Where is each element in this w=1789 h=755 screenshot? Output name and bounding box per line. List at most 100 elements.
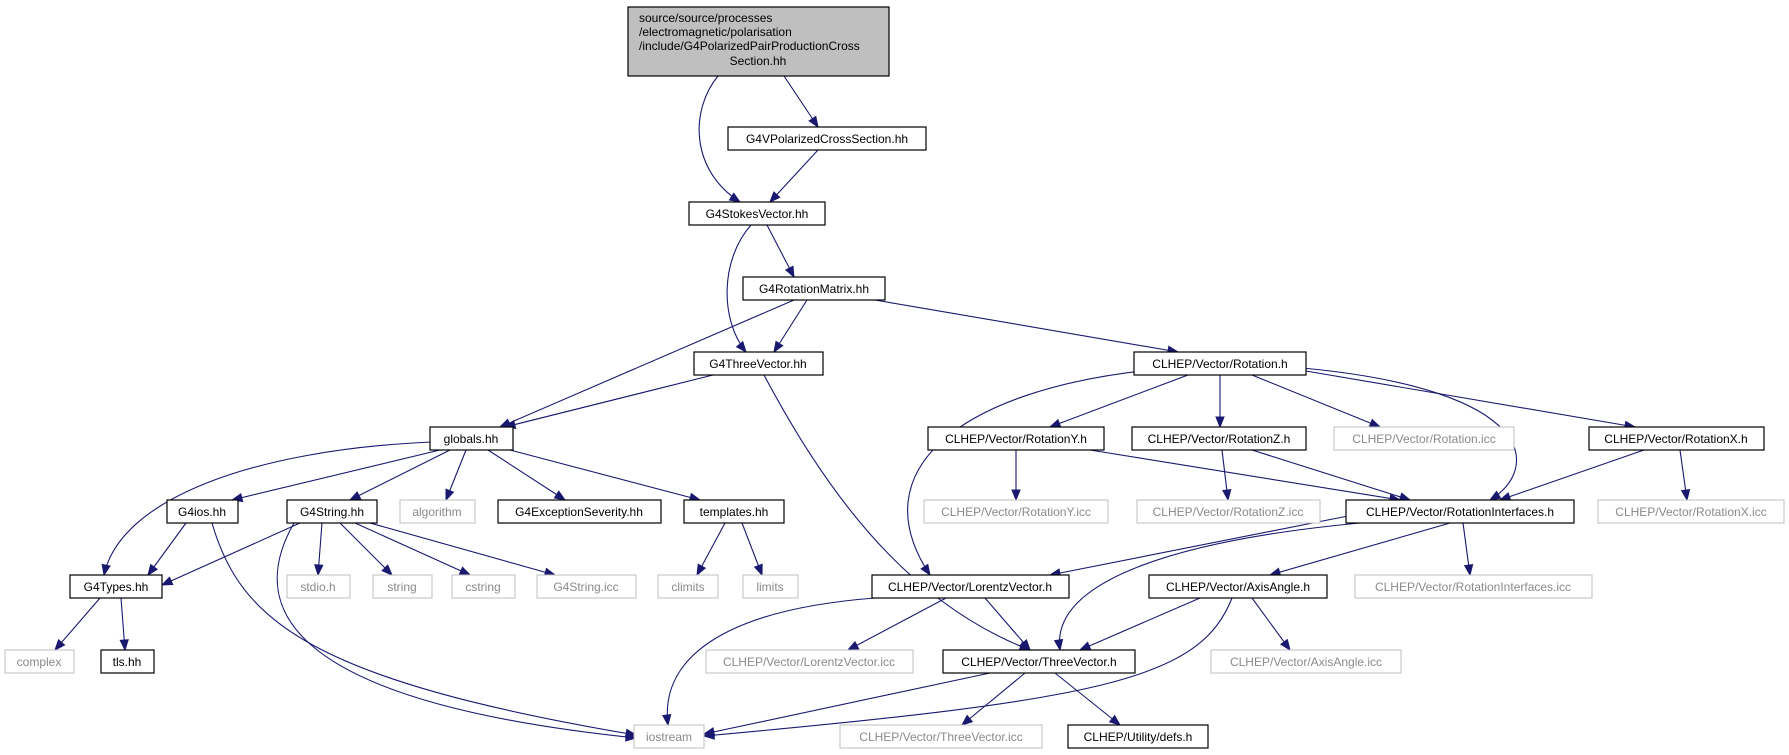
edge-line bbox=[509, 449, 701, 501]
node-label: CLHEP/Utility/defs.h bbox=[1084, 730, 1193, 744]
edge-line bbox=[211, 522, 637, 736]
node-g4types[interactable]: G4Types.hh bbox=[69, 574, 163, 599]
node-clhep-threevector-icc[interactable]: CLHEP/Vector/ThreeVector.icc bbox=[839, 724, 1043, 749]
node-clhep-defs[interactable]: CLHEP/Utility/defs.h bbox=[1067, 724, 1209, 749]
node-label: CLHEP/Vector/RotationInterfaces.h bbox=[1366, 505, 1554, 519]
node-clhep-rotationz-icc[interactable]: CLHEP/Vector/RotationZ.icc bbox=[1136, 499, 1321, 524]
node-clhep-axisangle[interactable]: CLHEP/Vector/AxisAngle.h bbox=[1148, 574, 1328, 599]
edge-g4rotationmatrix-g4threevector bbox=[773, 299, 808, 354]
edge-line bbox=[1049, 515, 1349, 576]
node-clhep-rotationx-icc[interactable]: CLHEP/Vector/RotationX.icc bbox=[1597, 499, 1785, 524]
node-label: G4String.icc bbox=[553, 580, 618, 594]
edge-clhep-rotationinterfaces-clhep-lorentzvector bbox=[1048, 515, 1349, 578]
edge-g4string-iostream bbox=[276, 522, 638, 742]
node-clhep-rotationinterfaces[interactable]: CLHEP/Vector/RotationInterfaces.h bbox=[1345, 499, 1575, 524]
edge-g4string-stdio bbox=[314, 522, 324, 577]
node-g4ios[interactable]: G4ios.hh bbox=[166, 499, 239, 524]
node-limits[interactable]: limits bbox=[742, 574, 799, 599]
node-cstring[interactable]: cstring bbox=[451, 574, 516, 599]
node-clhep-lorentzvector[interactable]: CLHEP/Vector/LorentzVector.h bbox=[871, 574, 1070, 599]
edge-templates-limits bbox=[741, 522, 763, 577]
node-label: CLHEP/Vector/RotationX.h bbox=[1604, 432, 1747, 446]
edge-line bbox=[276, 522, 637, 739]
edge-arrowhead bbox=[101, 563, 111, 577]
edge-arrowhead bbox=[553, 490, 567, 501]
edge-arrowhead bbox=[1463, 563, 1474, 577]
node-label: complex bbox=[17, 655, 62, 669]
node-string[interactable]: string bbox=[372, 574, 433, 599]
node-label: CLHEP/Vector/Rotation.h bbox=[1152, 357, 1287, 371]
edge-clhep-lorentzvector-clhep-threevector bbox=[984, 597, 1031, 652]
node-g4exceptionseverity[interactable]: G4ExceptionSeverity.hh bbox=[497, 499, 662, 524]
node-label: string bbox=[387, 580, 416, 594]
edge-clhep-threevector-iostream bbox=[702, 672, 991, 737]
node-clhep-rotationy-icc[interactable]: CLHEP/Vector/RotationY.icc bbox=[923, 499, 1109, 524]
edge-line bbox=[1251, 449, 1411, 501]
edge-line bbox=[698, 75, 741, 203]
node-tls[interactable]: tls.hh bbox=[100, 649, 155, 674]
node-g4threevector[interactable]: G4ThreeVector.hh bbox=[693, 351, 824, 376]
edge-arrowhead bbox=[54, 638, 66, 652]
edge-arrowhead bbox=[769, 191, 781, 203]
edge-arrowhead bbox=[1053, 638, 1064, 652]
node-g4rotationmatrix[interactable]: G4RotationMatrix.hh bbox=[742, 276, 886, 301]
edge-line bbox=[499, 299, 795, 428]
node-clhep-rotationinterfaces-icc[interactable]: CLHEP/Vector/RotationInterfaces.icc bbox=[1354, 574, 1593, 599]
node-stdio[interactable]: stdio.h bbox=[286, 574, 351, 599]
edge-line bbox=[703, 597, 1233, 737]
node-clhep-rotationx[interactable]: CLHEP/Vector/RotationX.h bbox=[1588, 426, 1765, 451]
node-clhep-rotationz[interactable]: CLHEP/Vector/RotationZ.h bbox=[1131, 426, 1307, 451]
node-g4string[interactable]: G4String.hh bbox=[286, 499, 378, 524]
edge-clhep-rotationz-clhep-rotationinterfaces bbox=[1251, 449, 1412, 502]
edge-arrowhead bbox=[1279, 638, 1291, 652]
node-algorithm[interactable]: algorithm bbox=[399, 499, 476, 524]
edge-arrowhead bbox=[960, 714, 974, 726]
node-root[interactable]: source/source/processes /electromagnetic… bbox=[627, 6, 890, 77]
node-label: CLHEP/Vector/RotationInterfaces.icc bbox=[1375, 580, 1571, 594]
node-iostream[interactable]: iostream bbox=[633, 724, 705, 749]
edge-line bbox=[349, 449, 451, 501]
node-label: CLHEP/Vector/RotationX.icc bbox=[1615, 505, 1766, 519]
edge-clhep-rotation-clhep-lorentzvector bbox=[907, 369, 1151, 577]
node-g4string-icc[interactable]: G4String.icc bbox=[536, 574, 637, 599]
edge-g4stokesvector-g4rotationmatrix bbox=[766, 224, 795, 279]
node-templates[interactable]: templates.hh bbox=[683, 499, 785, 524]
edge-arrowhead bbox=[662, 713, 672, 727]
edge-arrowhead bbox=[735, 340, 747, 354]
node-clhep-rotation-icc[interactable]: CLHEP/Vector/Rotation.icc bbox=[1333, 426, 1515, 451]
edge-line bbox=[769, 149, 819, 203]
edge-line bbox=[666, 597, 876, 726]
node-globals[interactable]: globals.hh bbox=[429, 426, 514, 451]
node-climits[interactable]: climits bbox=[657, 574, 719, 599]
node-clhep-axisangle-icc[interactable]: CLHEP/Vector/AxisAngle.icc bbox=[1210, 649, 1402, 674]
edge-g4stokesvector-g4threevector bbox=[726, 224, 752, 354]
edge-line bbox=[1079, 597, 1201, 651]
node-clhep-rotationy[interactable]: CLHEP/Vector/RotationY.h bbox=[927, 426, 1105, 451]
node-clhep-lorentzvector-icc[interactable]: CLHEP/Vector/LorentzVector.icc bbox=[705, 649, 914, 674]
edge-arrowhead bbox=[1048, 418, 1062, 428]
edge-globals-g4exceptionseverity bbox=[487, 449, 567, 501]
edge-clhep-threevector-clhep-threevector-icc bbox=[960, 672, 1026, 726]
edge-arrowhead bbox=[696, 563, 707, 577]
edge-clhep-rotationinterfaces-clhep-axisangle bbox=[1268, 522, 1451, 577]
edge-g4vpolarizedcrosssection-g4stokesvector bbox=[769, 149, 819, 203]
root-line-1: source/source/processes bbox=[639, 11, 772, 25]
node-label: CLHEP/Vector/LorentzVector.icc bbox=[723, 655, 895, 669]
node-clhep-rotation[interactable]: CLHEP/Vector/Rotation.h bbox=[1133, 351, 1307, 376]
edge-line bbox=[1058, 522, 1361, 651]
node-clhep-threevector[interactable]: CLHEP/Vector/ThreeVector.h bbox=[942, 649, 1136, 674]
edge-arrowhead bbox=[808, 115, 819, 129]
node-label: climits bbox=[671, 580, 704, 594]
node-label: CLHEP/Vector/LorentzVector.h bbox=[888, 580, 1052, 594]
node-g4stokesvector[interactable]: G4StokesVector.hh bbox=[688, 201, 826, 226]
edge-arrowhead bbox=[119, 639, 129, 652]
node-complex[interactable]: complex bbox=[4, 649, 75, 674]
edge-line bbox=[763, 374, 1031, 651]
root-line-4: Section.hh bbox=[730, 54, 787, 68]
edge-clhep-rotationx-clhep-rotationx-icc bbox=[1679, 449, 1691, 502]
node-g4vpolarizedcrosssection[interactable]: G4VPolarizedCrossSection.hh bbox=[727, 126, 927, 151]
edge-line bbox=[907, 369, 1151, 576]
root-line-3: /include/G4PolarizedPairProductionCross bbox=[639, 39, 860, 53]
edge-g4string-g4types bbox=[160, 522, 301, 586]
node-label: limits bbox=[756, 580, 783, 594]
